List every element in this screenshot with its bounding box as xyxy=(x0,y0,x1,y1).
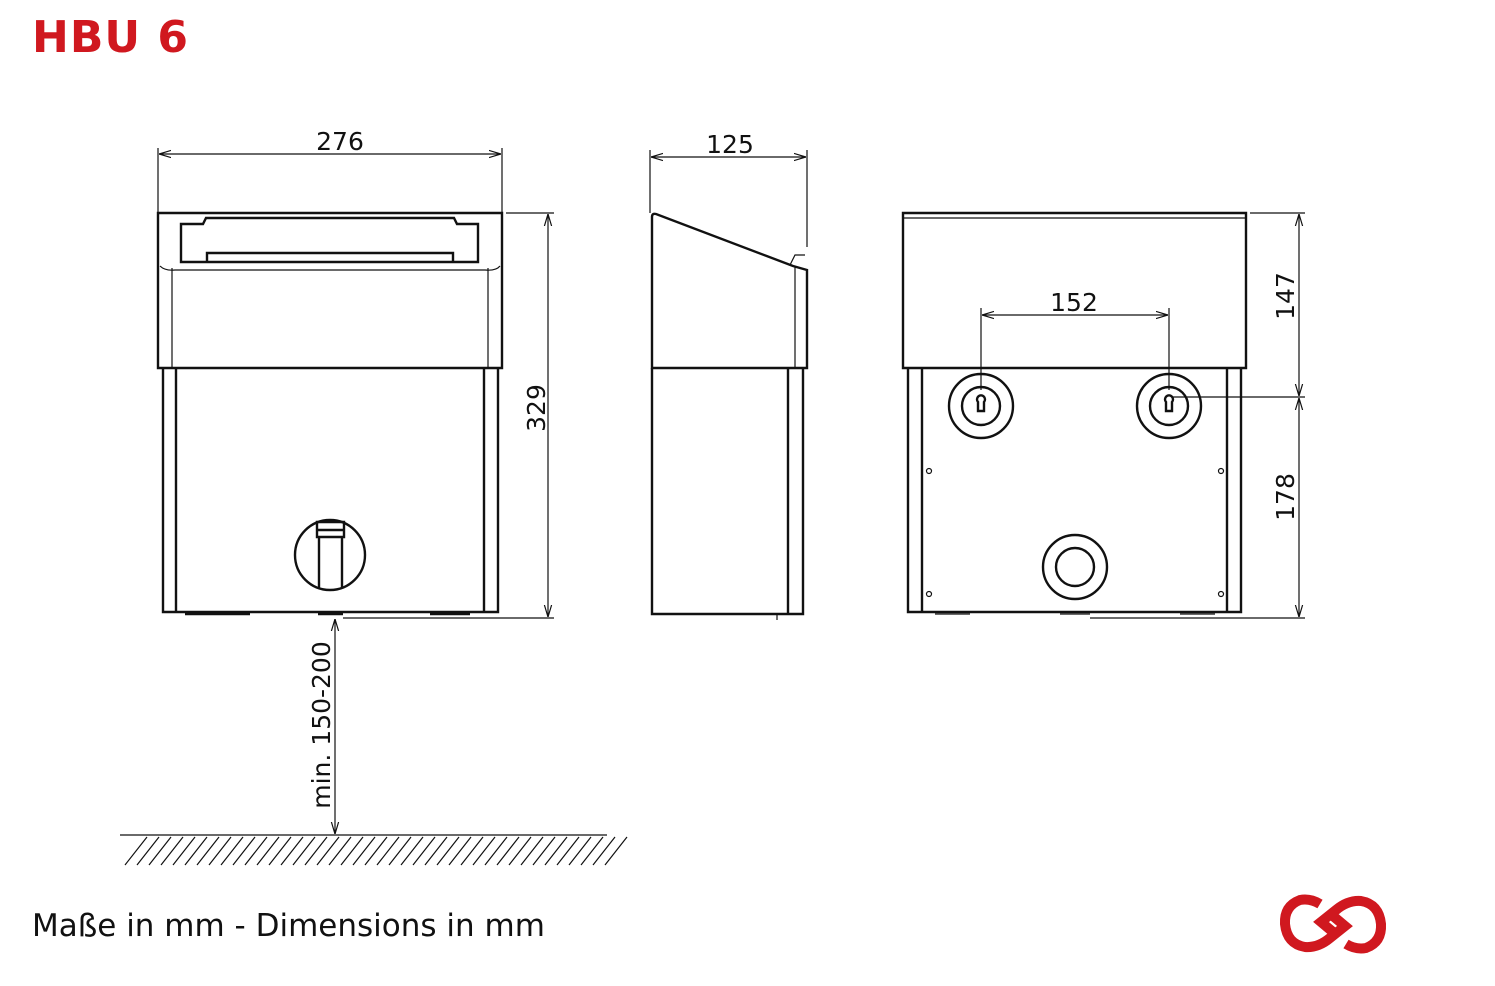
back-view xyxy=(901,211,1248,615)
infinity-logo xyxy=(1279,894,1387,954)
dimension-hole-spacing: 152 xyxy=(980,288,1170,390)
svg-text:125: 125 xyxy=(706,130,754,159)
ground-hatch xyxy=(120,834,628,866)
side-view xyxy=(650,212,809,620)
svg-text:276: 276 xyxy=(316,127,364,156)
product-title: HBU 6 xyxy=(32,12,190,63)
dimension-vertical-back: 147 178 xyxy=(1090,212,1305,619)
dimension-mount-height: min. 150-200 xyxy=(307,619,336,834)
svg-text:147: 147 xyxy=(1271,272,1300,320)
units-caption: Maße in mm - Dimensions in mm xyxy=(32,908,545,944)
lock-icon xyxy=(293,518,367,592)
svg-text:178: 178 xyxy=(1271,473,1300,521)
dimension-depth: 125 xyxy=(649,130,808,247)
dimension-width: 276 xyxy=(157,127,503,212)
svg-text:152: 152 xyxy=(1050,288,1098,317)
cable-hole-icon xyxy=(1041,533,1109,601)
svg-text:min. 150-200: min. 150-200 xyxy=(307,641,336,809)
svg-text:329: 329 xyxy=(522,384,551,432)
front-view xyxy=(156,211,504,616)
dimension-height: 329 xyxy=(343,212,554,619)
